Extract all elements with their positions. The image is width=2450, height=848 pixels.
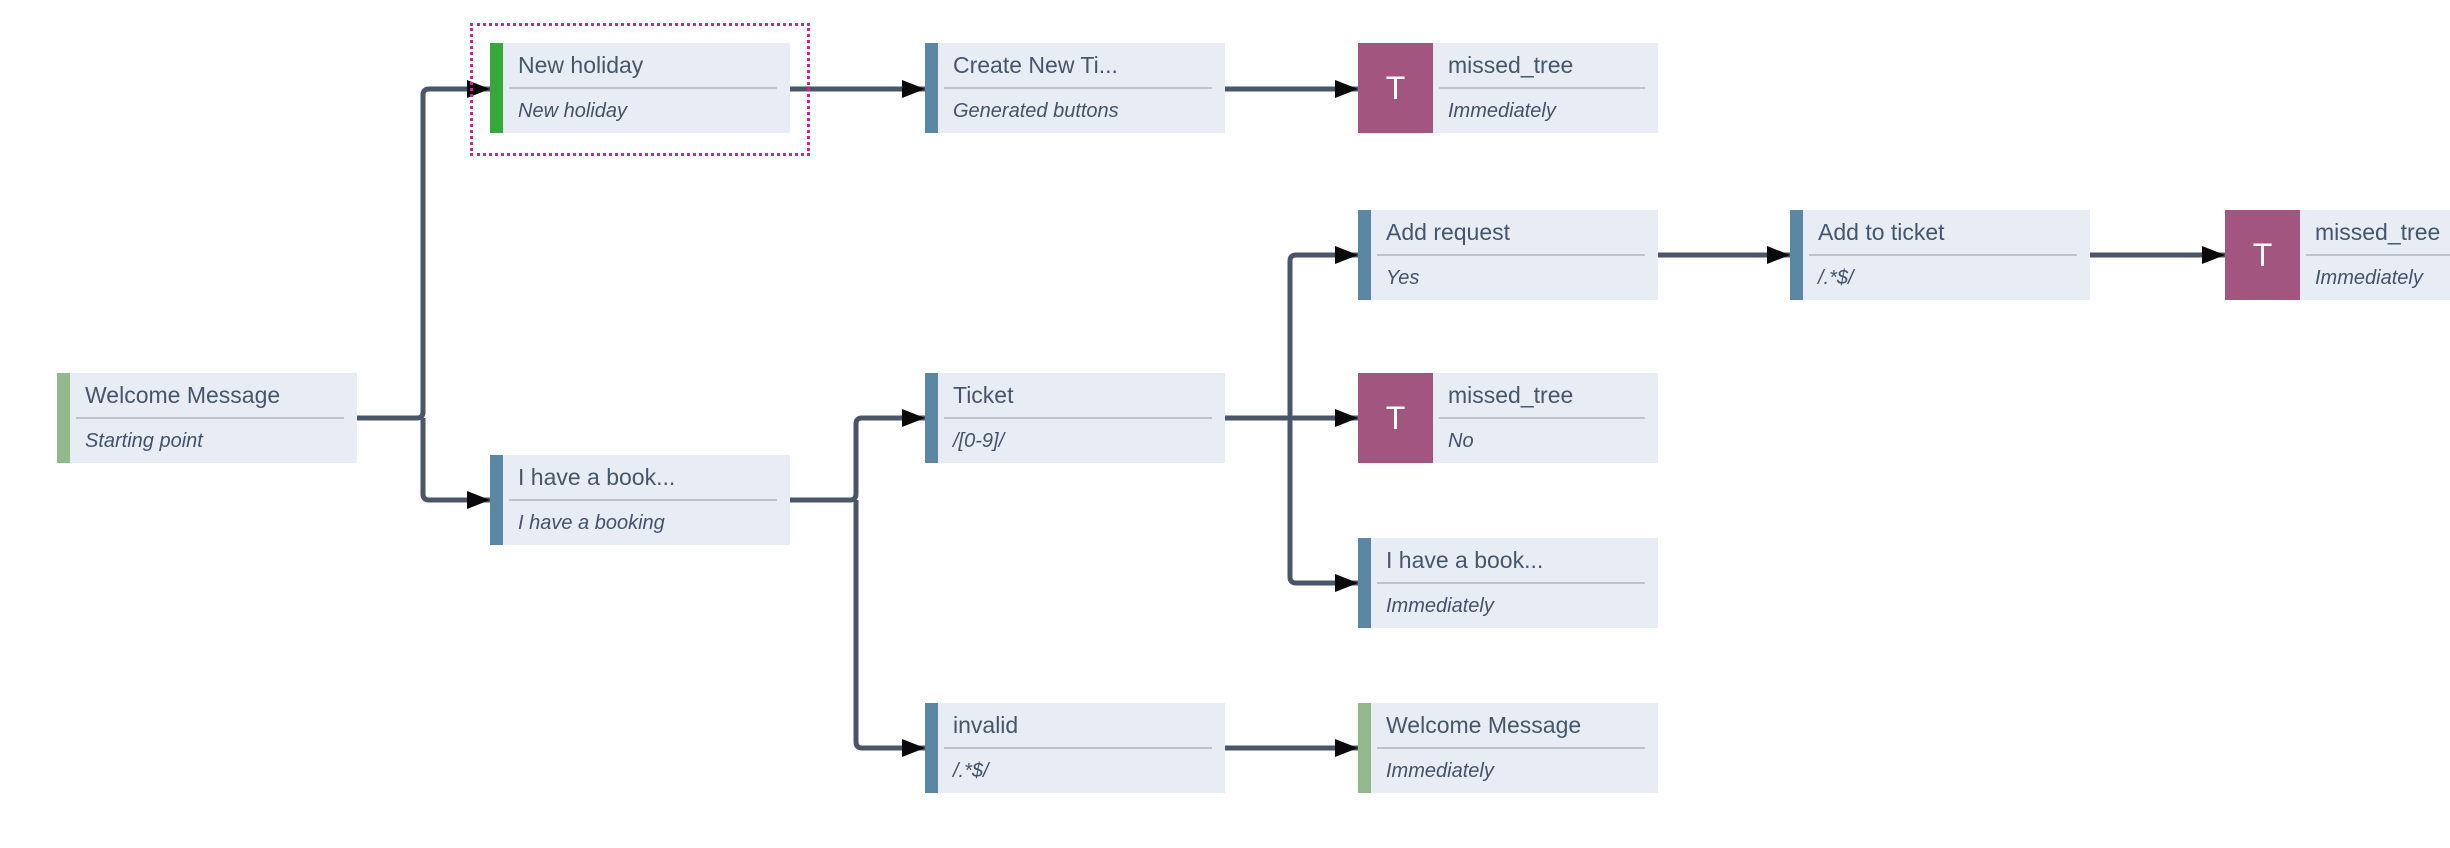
accent-bar xyxy=(925,373,938,463)
edge-i-have-a-booking-to-ticket xyxy=(790,409,925,503)
node-title: Create New Ti... xyxy=(953,51,1118,78)
divider xyxy=(1377,582,1645,584)
divider xyxy=(1439,87,1645,89)
node-subtitle: No xyxy=(1448,429,1474,452)
node-add-to-ticket[interactable]: Add to ticket /.*$/ xyxy=(1790,210,2090,300)
tree-link-badge: T xyxy=(2225,210,2300,300)
node-welcome-message-2[interactable]: Welcome Message Immediately xyxy=(1358,703,1658,793)
node-subtitle: Starting point xyxy=(85,429,203,452)
node-title: New holiday xyxy=(518,51,644,78)
node-title: missed_tree xyxy=(1448,381,1574,408)
node-subtitle: New holiday xyxy=(518,99,627,122)
node-title: Welcome Message xyxy=(1386,711,1582,738)
divider xyxy=(944,417,1212,419)
divider xyxy=(1377,747,1645,749)
node-subtitle: /.*$/ xyxy=(953,759,989,782)
node-title: Add request xyxy=(1386,218,1511,245)
node-create-new-ticket[interactable]: Create New Ti... Generated buttons xyxy=(925,43,1225,133)
node-subtitle: Immediately xyxy=(2315,266,2423,289)
accent-bar xyxy=(925,703,938,793)
accent-bar xyxy=(490,43,503,133)
divider xyxy=(509,87,777,89)
node-subtitle: Yes xyxy=(1386,266,1420,289)
accent-bar xyxy=(1790,210,1803,300)
node-title: Add to ticket xyxy=(1818,218,1945,245)
node-welcome-start[interactable]: Welcome Message Starting point xyxy=(57,373,357,463)
divider xyxy=(509,499,777,501)
node-subtitle: Immediately xyxy=(1386,759,1494,782)
edge-welcome-to-i-have-a-booking xyxy=(420,418,490,509)
node-title: I have a book... xyxy=(518,463,676,490)
accent-bar xyxy=(1358,538,1371,628)
node-title: invalid xyxy=(953,711,1019,738)
node-subtitle: Generated buttons xyxy=(953,99,1119,122)
accent-bar xyxy=(1358,210,1371,300)
divider xyxy=(1377,254,1645,256)
node-i-have-a-booking-2[interactable]: I have a book... Immediately xyxy=(1358,538,1658,628)
accent-bar xyxy=(925,43,938,133)
edge-ticket-to-i-have-a-booking-2 xyxy=(1287,418,1358,592)
node-ticket[interactable]: Ticket /[0-9]/ xyxy=(925,373,1225,463)
divider xyxy=(1809,254,2077,256)
node-title: missed_tree xyxy=(1448,51,1574,78)
edge-welcome-to-new-holiday xyxy=(355,80,490,421)
accent-bar xyxy=(57,373,70,463)
divider xyxy=(944,747,1212,749)
node-subtitle: /.*$/ xyxy=(1818,266,1854,289)
edge-i-have-a-booking-to-invalid xyxy=(853,500,925,757)
node-subtitle: Immediately xyxy=(1448,99,1556,122)
node-i-have-a-booking[interactable]: I have a book... I have a booking xyxy=(490,455,790,545)
tree-link-badge: T xyxy=(1358,373,1433,463)
node-title: missed_tree xyxy=(2315,218,2441,245)
divider xyxy=(944,87,1212,89)
node-add-request[interactable]: Add request Yes xyxy=(1358,210,1658,300)
tree-link-badge: T xyxy=(1358,43,1433,133)
node-missed-tree-3[interactable]: T missed_tree Immediately xyxy=(2225,210,2450,300)
edge-ticket-to-add-request xyxy=(1287,246,1358,418)
divider xyxy=(76,417,344,419)
accent-bar xyxy=(490,455,503,545)
node-title: Welcome Message xyxy=(85,381,281,408)
divider xyxy=(2306,254,2450,256)
node-subtitle: Immediately xyxy=(1386,594,1494,617)
accent-bar xyxy=(1358,703,1371,793)
node-invalid[interactable]: invalid /.*$/ xyxy=(925,703,1225,793)
node-missed-tree-2[interactable]: T missed_tree No xyxy=(1358,373,1658,463)
node-title: Ticket xyxy=(953,381,1014,408)
node-missed-tree-1[interactable]: T missed_tree Immediately xyxy=(1358,43,1658,133)
node-subtitle: /[0-9]/ xyxy=(953,429,1005,452)
node-title: I have a book... xyxy=(1386,546,1544,573)
node-subtitle: I have a booking xyxy=(518,511,665,534)
divider xyxy=(1439,417,1645,419)
node-new-holiday[interactable]: New holiday New holiday xyxy=(490,43,790,133)
